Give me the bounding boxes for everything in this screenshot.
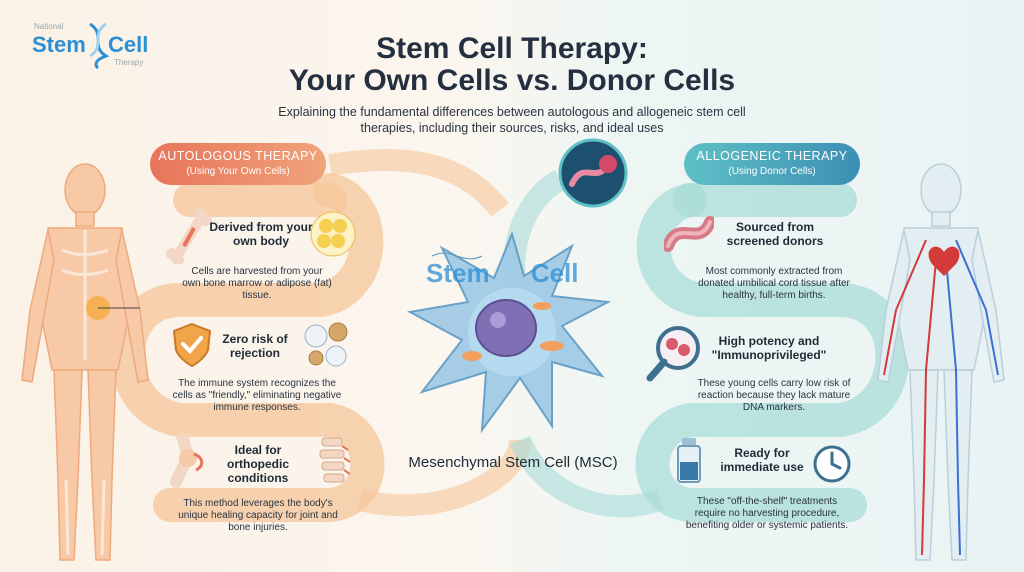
allogeneic-item-2-head: High potency and "Immunoprivileged" xyxy=(711,334,827,362)
autologous-title: AUTOLOGOUS THERAPY xyxy=(158,149,318,163)
autologous-item-1-head: Derived from your own body xyxy=(209,220,313,248)
dna-helix-icon xyxy=(89,22,110,70)
logo-top-text: National xyxy=(34,22,64,31)
allogeneic-pill: ALLOGENEIC THERAPY (Using Donor Cells) xyxy=(684,143,860,185)
allogeneic-item-3-head: Ready for immediate use xyxy=(720,446,804,474)
autologous-item-2-head: Zero risk of rejection xyxy=(222,332,288,360)
umbilical-tissue-icon xyxy=(664,216,714,252)
immune-cells-icon xyxy=(304,322,348,367)
fat-cells-icon xyxy=(310,211,356,257)
vial-icon xyxy=(677,438,701,483)
autologous-pill: AUTOLOGOUS THERAPY (Using Your Own Cells… xyxy=(150,143,326,185)
logo-bottom-text: Therapy xyxy=(114,58,144,67)
watermark-brand-left: Stem xyxy=(426,258,490,288)
autologous-item-1-body: Cells are harvested from your own bone m… xyxy=(182,266,332,301)
human-body-circulatory-icon xyxy=(877,163,1005,561)
page-title-line1: Stem Cell Therapy: xyxy=(376,32,648,65)
autologous-item-3-body: This method leverages the body's unique … xyxy=(178,498,338,533)
allogeneic-item-2-body: These young cells carry low risk of reac… xyxy=(697,378,851,413)
magnifier-cells-icon xyxy=(646,326,700,382)
allogeneic-subtitle: (Using Donor Cells) xyxy=(728,166,816,177)
page-title-line2: Your Own Cells vs. Donor Cells xyxy=(288,64,736,97)
logo: National Stem Cell Therapy xyxy=(30,18,160,74)
human-body-skeleton-icon xyxy=(21,163,149,561)
knee-joint-icon xyxy=(170,434,204,488)
watermark-brand-right: Cell xyxy=(530,258,579,288)
spine-icon xyxy=(319,437,351,483)
mesenchymal-stem-cell-icon xyxy=(406,230,612,434)
allogeneic-item-1-head: Sourced from screened donors xyxy=(726,220,824,248)
page-subtitle: Explaining the fundamental differences b… xyxy=(278,105,746,135)
umbilical-cord-icon xyxy=(558,138,628,208)
bone-icon xyxy=(166,208,212,264)
autologous-subtitle: (Using Your Own Cells) xyxy=(186,166,290,177)
allogeneic-item-1-body: Most commonly extracted from donated umb… xyxy=(698,266,850,301)
shield-check-icon xyxy=(172,322,212,368)
logo-brand-right: Cell xyxy=(108,32,149,57)
allogeneic-title: ALLOGENEIC THERAPY xyxy=(696,149,848,163)
clock-icon xyxy=(813,445,851,483)
autologous-item-2-body: The immune system recognizes the cells a… xyxy=(172,378,342,413)
allogeneic-item-3-body: These "off-the-shelf" treatments require… xyxy=(685,496,849,531)
center-watermark: Stem Cell xyxy=(426,258,579,289)
autologous-item-3-head: Ideal for orthopedic conditions xyxy=(227,443,289,485)
logo-brand-left: Stem xyxy=(32,32,86,57)
center-cell-label: Mesenchymal Stem Cell (MSC) xyxy=(408,454,618,471)
